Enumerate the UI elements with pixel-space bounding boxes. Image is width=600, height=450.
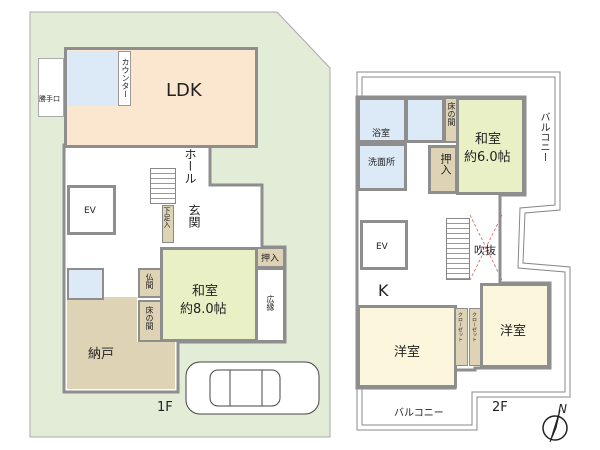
butsuma-label: 仏間 bbox=[145, 273, 154, 289]
toilet-2f bbox=[405, 97, 445, 143]
back-door[interactable] bbox=[38, 58, 64, 117]
closet-left bbox=[455, 308, 468, 366]
ldk-label: LDK bbox=[166, 80, 202, 101]
hall-label: ホール bbox=[183, 148, 197, 184]
storage-1f-label: 納戸 bbox=[88, 347, 115, 362]
balcony-south-label: バルコニー bbox=[394, 408, 444, 419]
ev-2f-label: EV bbox=[376, 242, 388, 252]
oshiire-2f-label: 押入 bbox=[439, 153, 452, 175]
shoe-storage bbox=[162, 205, 174, 243]
tokonoma-2f-label: 床の間 bbox=[447, 102, 456, 126]
back-door-label: 勝手口 bbox=[39, 95, 60, 103]
western-left-label: 洋室 bbox=[394, 345, 421, 360]
bath-label: 浴室 bbox=[372, 129, 391, 139]
kitchen-area bbox=[68, 51, 120, 106]
counter-label: カウンター bbox=[121, 58, 130, 98]
western-room-left bbox=[357, 305, 457, 388]
washroom-2f bbox=[357, 143, 407, 191]
washitsu-2f bbox=[456, 97, 525, 195]
storage-1f bbox=[67, 297, 137, 389]
void-label: 吹抜 bbox=[474, 244, 496, 257]
entrance-label: 玄関 bbox=[187, 204, 201, 228]
western-right-label: 洋室 bbox=[500, 324, 527, 339]
ev-1f bbox=[67, 185, 116, 235]
storage-1f-lower bbox=[137, 342, 175, 389]
bathroom-2f bbox=[357, 97, 407, 143]
hiroen bbox=[256, 268, 285, 342]
void-cross bbox=[469, 214, 503, 281]
washitsu-1f-name: 和室 bbox=[192, 284, 219, 299]
washitsu-1f-size: 約8.0帖 bbox=[180, 302, 227, 317]
washitsu-2f-name: 和室 bbox=[475, 132, 502, 147]
counter bbox=[118, 51, 131, 106]
compass-icon bbox=[542, 409, 568, 443]
washitsu-2f-size: 約6.0帖 bbox=[464, 150, 511, 165]
stairs-2f bbox=[446, 218, 470, 280]
toilet-1f bbox=[67, 268, 104, 300]
stairs-1f bbox=[150, 168, 176, 204]
floor-2f-label: 2F bbox=[492, 400, 508, 415]
ev-2f bbox=[360, 220, 408, 270]
hiroen-label: 広縁 bbox=[266, 295, 275, 311]
balcony-east-label: バルコニー bbox=[538, 112, 549, 162]
closet-right-label: クローゼット bbox=[471, 312, 477, 342]
oshiire-1f bbox=[256, 247, 285, 268]
western-room-right bbox=[480, 283, 550, 368]
floor-1f-label: 1F bbox=[157, 400, 173, 415]
car-icon bbox=[185, 361, 320, 415]
washroom-label: 洗面所 bbox=[368, 158, 396, 168]
compass-north-label: N bbox=[558, 402, 567, 416]
ev-1f-label: EV bbox=[84, 206, 96, 216]
balcony-inner-2f bbox=[361, 76, 566, 426]
oshiire-1f-label: 押入 bbox=[261, 254, 280, 264]
tokonoma-1f bbox=[138, 300, 162, 342]
butsuma bbox=[138, 268, 162, 298]
shoe-storage-label: 下足入 bbox=[163, 207, 171, 228]
k-label: K bbox=[378, 281, 389, 300]
closet-left-label: クローゼット bbox=[457, 312, 463, 342]
tokonoma-1f-label: 床の間 bbox=[145, 306, 154, 330]
